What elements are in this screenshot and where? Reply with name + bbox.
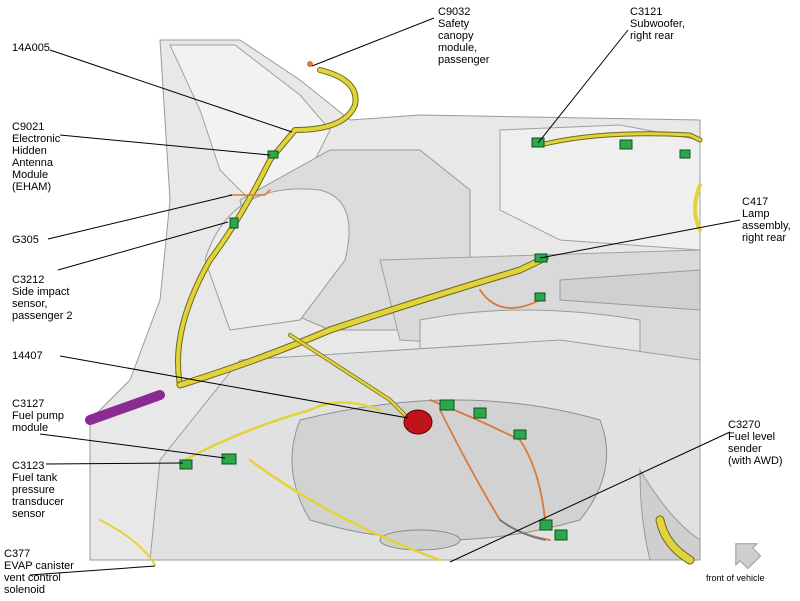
leader-lines	[29, 17, 741, 576]
front-of-vehicle-label: front of vehicle	[706, 573, 765, 583]
front-arrow-icon	[735, 543, 762, 570]
callout-c9032: C9032 Safety canopy module, passenger	[438, 6, 490, 66]
callout-c3212: C3212 Side impact sensor, passenger 2	[12, 274, 73, 322]
callout-g305: G305	[12, 234, 39, 246]
vehicle-body	[89, 39, 701, 561]
callout-c3123: C3123 Fuel tank pressure transducer sens…	[12, 460, 64, 520]
callout-c377: C377 EVAP canister vent control solenoid	[4, 548, 74, 596]
callout-14407: 14407	[12, 350, 43, 362]
callout-c3127: C3127 Fuel pump module	[12, 398, 64, 434]
callout-c417: C417 Lamp assembly, right rear	[742, 196, 791, 244]
callout-c3270: C3270 Fuel level sender (with AWD)	[728, 419, 783, 467]
callout-c9021: C9021 Electronic Hidden Antenna Module (…	[12, 121, 61, 193]
callout-14a005: 14A005	[12, 42, 50, 54]
callout-c3121: C3121 Subwoofer, right rear	[630, 6, 686, 42]
wiring-harness	[85, 67, 703, 566]
